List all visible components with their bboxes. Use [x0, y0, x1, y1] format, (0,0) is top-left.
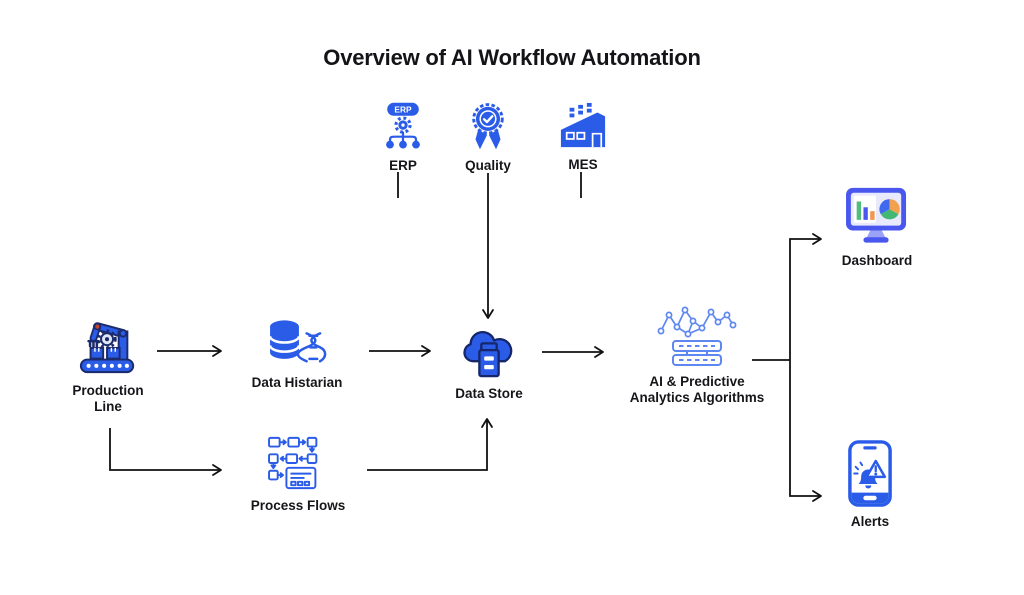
cloud-server-icon: [463, 331, 513, 378]
node-label-production-line: Production Line: [72, 383, 144, 415]
factory-icon: [560, 102, 606, 148]
node-label-mes: MES: [568, 157, 598, 172]
network-servers-icon: [657, 306, 737, 366]
node-erp: ERP ERP: [371, 101, 435, 174]
robot-arm-conveyor-icon: [79, 322, 135, 374]
edge-ai-to-dashboard: [789, 233, 822, 360]
phone-alert-icon: [848, 440, 892, 507]
node-production-line: Production Line: [62, 314, 154, 416]
node-process-flows: Process Flows: [248, 435, 348, 514]
node-data-historian: Data Histarian: [237, 318, 357, 391]
erp-badge-text: ERP: [394, 105, 412, 115]
flowchart-icon: [268, 436, 318, 490]
database-dna-icon: [268, 320, 327, 363]
edge-ai-to-alerts: [789, 360, 822, 502]
node-dashboard: Dashboard: [837, 186, 917, 269]
erp-org-icon: ERP: [386, 102, 420, 149]
node-label-erp: ERP: [389, 158, 417, 173]
node-label-dashboard: Dashboard: [841, 253, 913, 268]
node-label-process-flows: Process Flows: [250, 498, 346, 513]
node-mes: MES: [551, 102, 615, 173]
node-label-ai-analytics: AI & Predictive Analytics Algorithms: [629, 374, 765, 406]
edge-production-to-processflows: [109, 428, 222, 476]
node-label-alerts: Alerts: [850, 514, 890, 529]
node-label-data-historian: Data Histarian: [251, 375, 343, 390]
node-label-data-store: Data Store: [455, 386, 523, 401]
node-data-store: Data Store: [444, 327, 534, 402]
node-alerts: Alerts: [840, 440, 900, 530]
edge-processflows-to-datastore: [367, 418, 493, 471]
page-title: Overview of AI Workflow Automation: [323, 45, 701, 70]
node-quality: Quality: [456, 101, 520, 174]
quality-medal-icon: [472, 103, 504, 150]
node-label-quality: Quality: [465, 158, 511, 173]
node-ai-analytics: AI & Predictive Analytics Algorithms: [618, 303, 776, 407]
monitor-charts-icon: [846, 187, 907, 243]
